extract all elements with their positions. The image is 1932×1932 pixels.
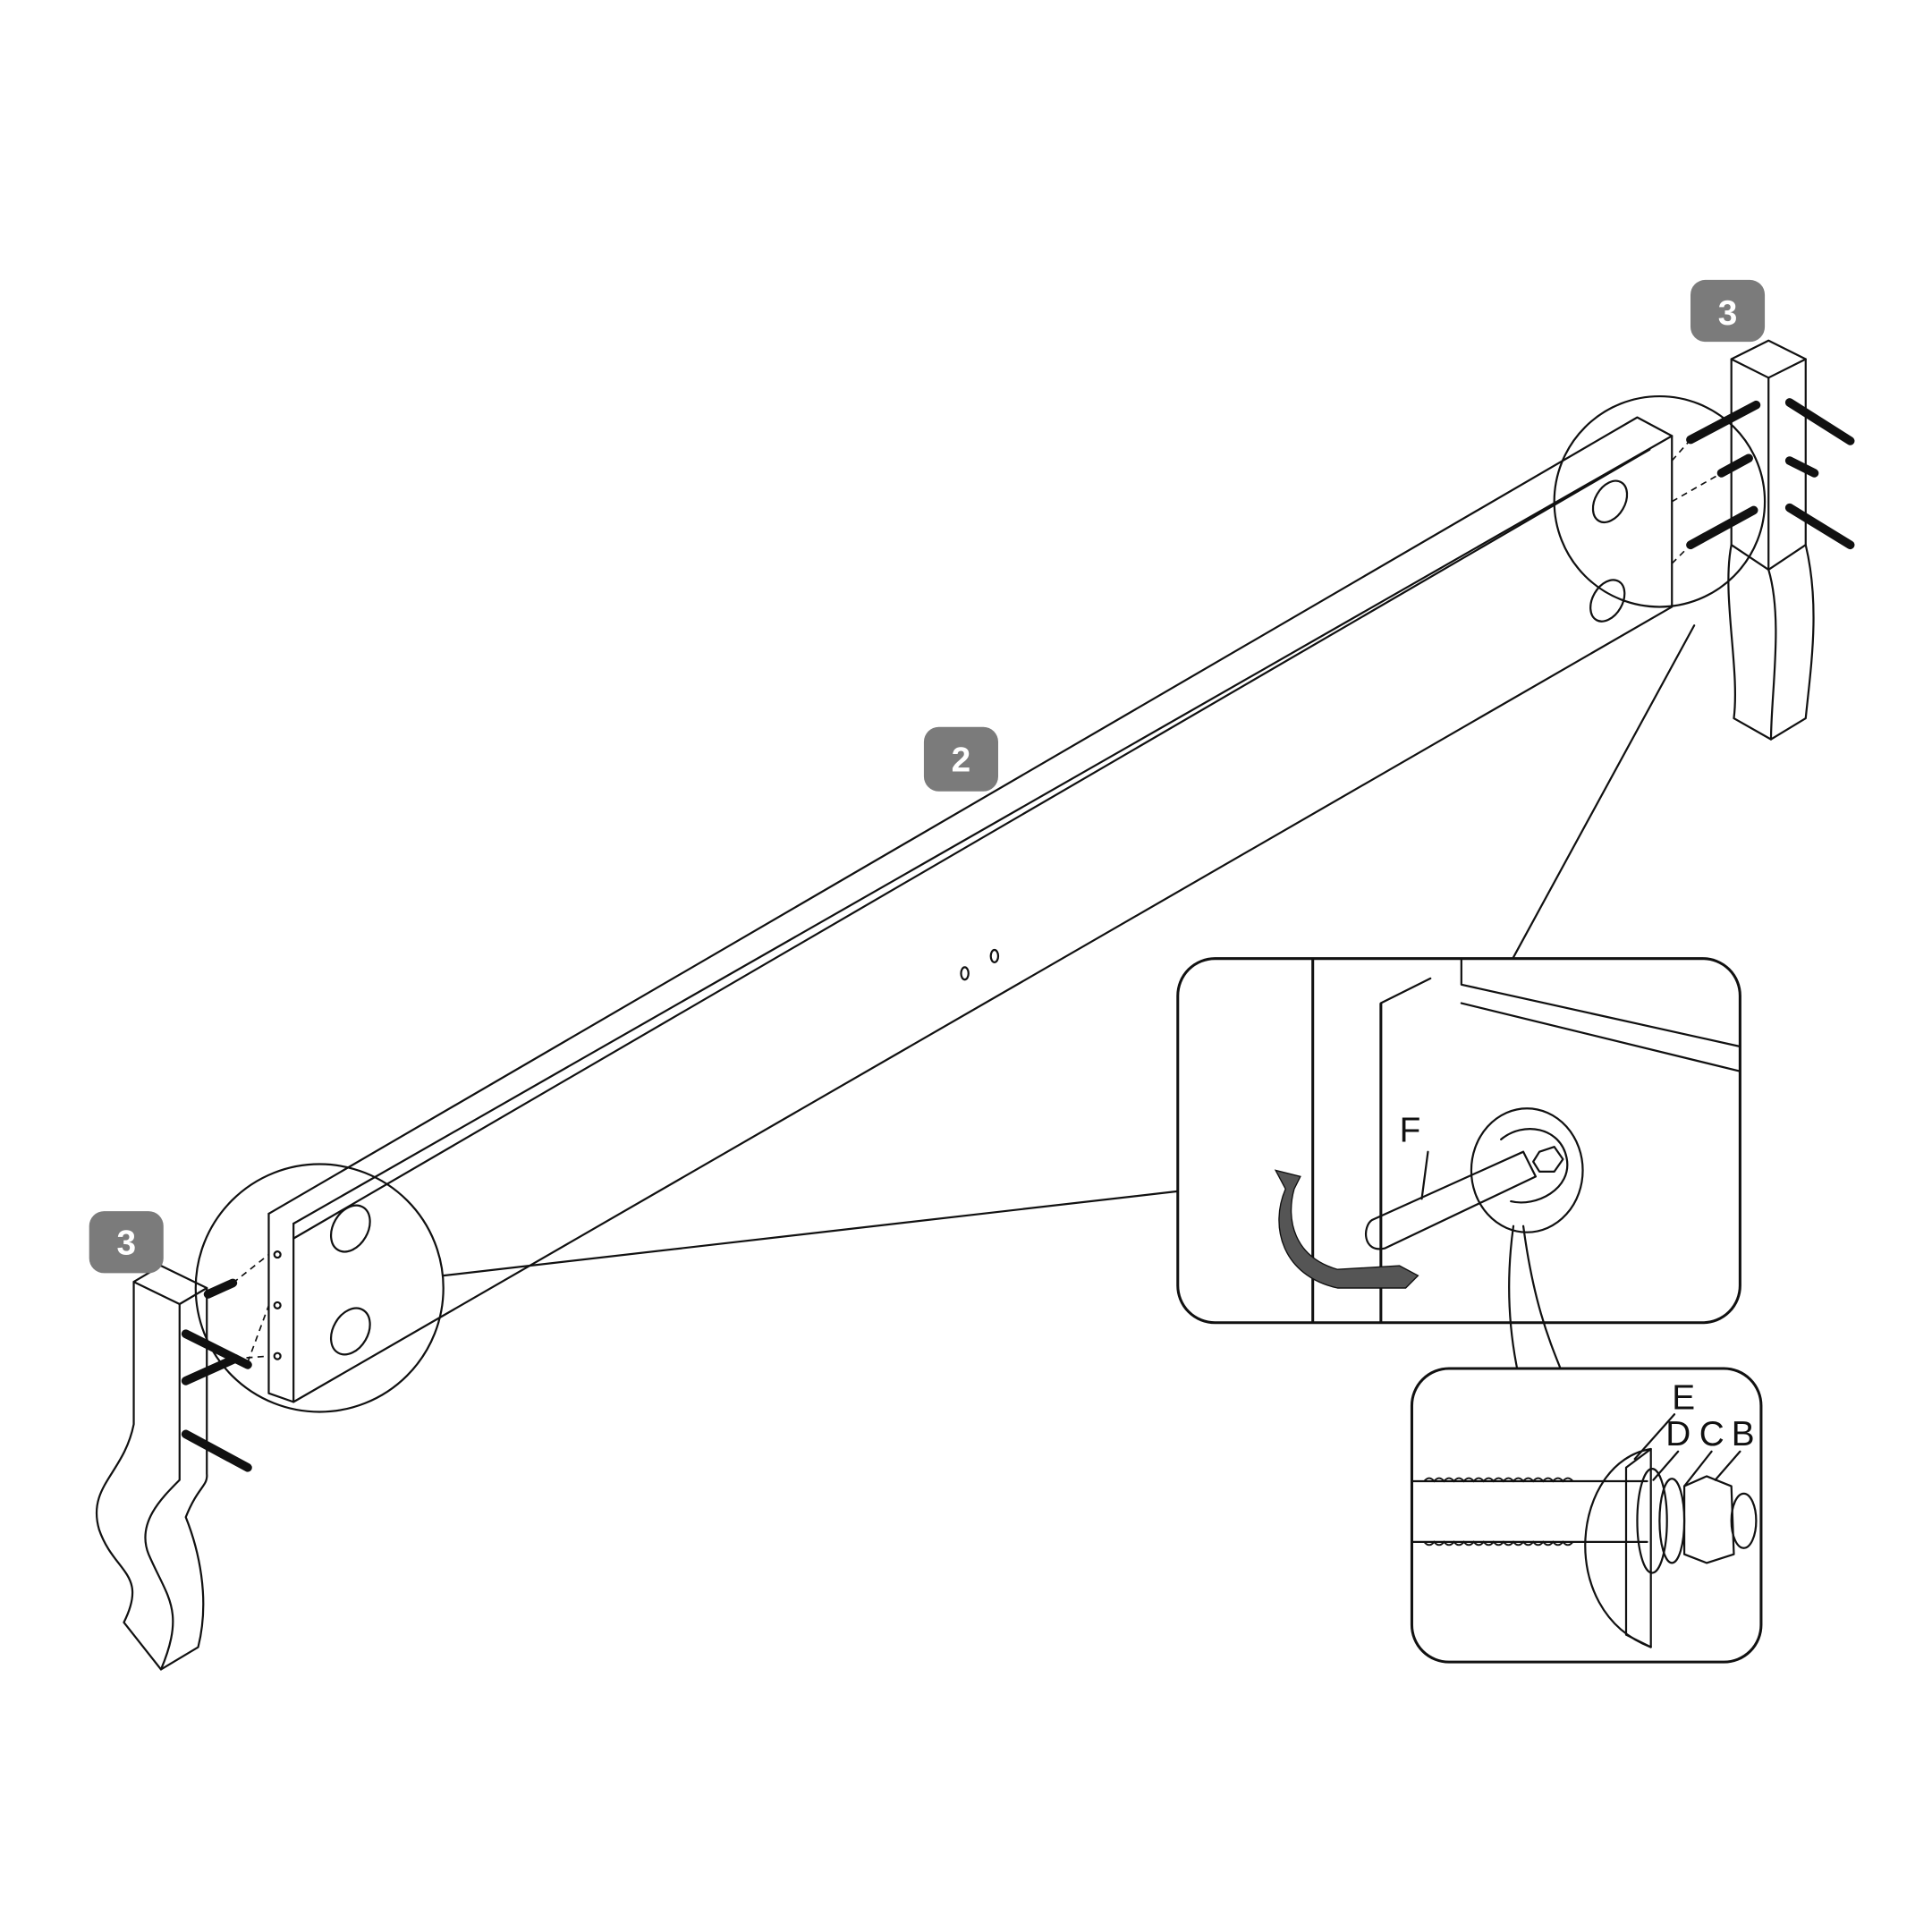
dowels-right [1671,398,1855,564]
badge-leg-left: 3 [89,1211,164,1274]
badge-rail: 2 [923,726,998,792]
svg-text:C: C [1699,1415,1724,1453]
leg-right [1727,339,1815,741]
svg-text:E: E [1672,1379,1695,1418]
side-rail [267,416,1674,1403]
badge-leg-right: 3 [1690,279,1766,343]
svg-text:3: 3 [116,1224,136,1263]
detail-bolt-hardware: E D C B [1410,1367,1763,1664]
svg-text:3: 3 [1718,294,1738,333]
svg-text:F: F [1400,1112,1421,1150]
magnifier-circle-right [1553,394,1767,608]
leg-left [95,1264,208,1671]
dowels-left [181,1253,270,1472]
svg-text:D: D [1665,1415,1690,1453]
detail-wrench: F [1176,957,1741,1325]
callout-line-right [1512,624,1696,959]
svg-text:B: B [1732,1415,1755,1453]
callout-line-left [442,1190,1178,1277]
magnifier-circle-left [194,1163,445,1413]
svg-text:2: 2 [952,741,971,780]
callout-line-detail [1508,1224,1562,1370]
